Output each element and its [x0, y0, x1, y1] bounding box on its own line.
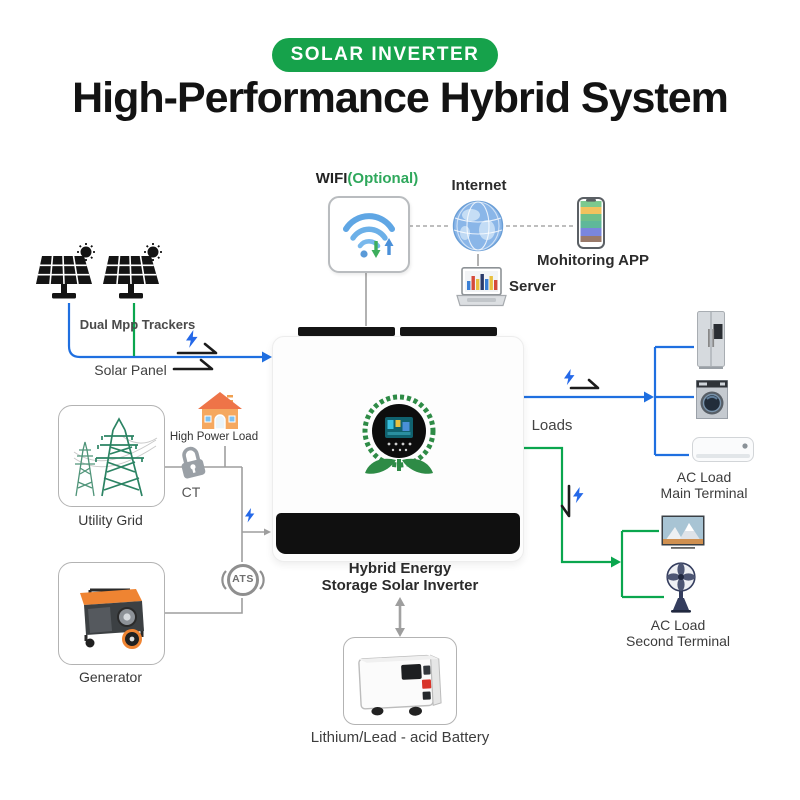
air-conditioner-icon: [692, 437, 754, 462]
fan-icon: [666, 562, 696, 613]
ats-label: ATS: [232, 573, 254, 585]
wifi-label-text: WIFI: [315, 170, 348, 187]
solar-panel-icon: [36, 243, 95, 299]
solar-flow-arrow-icon: [172, 330, 218, 371]
page-title: High-Performance Hybrid System: [72, 74, 729, 122]
server-laptop-icon: [456, 267, 507, 307]
ct-lock-icon: [181, 446, 206, 479]
wifi-label: WIFI(Optional): [306, 170, 428, 187]
refrigerator-icon: [697, 311, 725, 369]
washing-machine-icon: [696, 380, 728, 419]
battery-box: [343, 637, 457, 725]
battery-icon: [358, 654, 442, 716]
high-power-load-label: High Power Load: [169, 431, 259, 443]
internet-label: Internet: [451, 177, 507, 194]
high-power-load-house-icon: [198, 392, 242, 430]
ac-load-second-terminal-label: AC Load Second Terminal: [625, 617, 731, 650]
grid-flow-bolt-icon: [245, 508, 255, 523]
battery-label: Lithium/Lead - acid Battery: [310, 729, 490, 746]
inverter-label: Hybrid Energy Storage Solar Inverter: [321, 560, 479, 594]
ac-load-main-terminal-label: AC Load Main Terminal: [660, 469, 748, 502]
badge-solar-inverter: SOLAR INVERTER: [272, 38, 498, 72]
generator-box: [58, 562, 165, 665]
tv-icon: [661, 515, 705, 549]
inverter-mount-bracket: [298, 327, 395, 336]
loads-label: Loads: [531, 417, 573, 434]
server-label: Server: [509, 278, 556, 295]
power-towers-icon: [73, 417, 157, 497]
internet-globe-icon: [452, 200, 504, 252]
loads-flow-arrow-icon: [564, 369, 600, 390]
dual-mpp-trackers-label: Dual Mpp Trackers: [79, 317, 196, 332]
wifi-icon: [343, 212, 395, 258]
solar-panel-icon: [103, 243, 162, 299]
inverter-mount-bracket: [400, 327, 497, 336]
inverter-device: [272, 336, 524, 562]
utility-grid-box: [58, 405, 165, 507]
generator-icon: [79, 588, 144, 649]
solar-panel-label: Solar Panel: [94, 362, 167, 378]
ct-label: CT: [181, 484, 201, 500]
wifi-optional-text: (Optional): [347, 170, 419, 187]
inverter-bottom-panel: [276, 513, 520, 554]
second-load-flow-arrow-icon: [560, 484, 584, 518]
utility-grid-label: Utility Grid: [78, 512, 143, 528]
generator-label: Generator: [78, 669, 143, 685]
ats-switch: ATS: [221, 560, 265, 600]
monitoring-app-label: Mohitoring APP: [537, 252, 649, 269]
inverter-emblem-icon: [362, 394, 436, 474]
wifi-module: [328, 196, 410, 273]
ats-icon: [221, 564, 265, 596]
monitoring-app-phone-icon: [577, 197, 605, 249]
